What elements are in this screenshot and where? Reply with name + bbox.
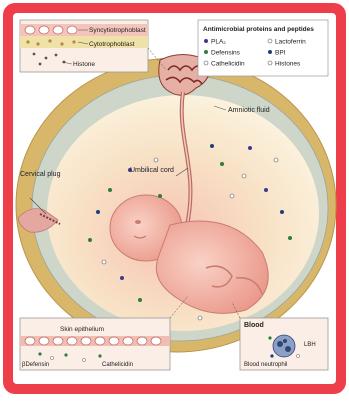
pla2-dot bbox=[204, 39, 208, 43]
legend-bpi: BPI bbox=[275, 50, 286, 57]
defensins-dot bbox=[204, 50, 208, 54]
legend-lactoferrin: Lactoferrin bbox=[275, 39, 306, 46]
blood-title: Blood bbox=[244, 322, 264, 329]
legend-histones: Histones bbox=[275, 61, 301, 68]
legend-title: Antimicrobial proteins and peptides bbox=[203, 26, 314, 33]
skin-epithelium-label: Skin epithelium bbox=[60, 326, 104, 333]
placenta-inset: Syncytiotrophoblast Cytotrophoblast Hist… bbox=[20, 20, 148, 72]
lactoferrin-dot bbox=[268, 39, 272, 43]
cathelicidin-dot bbox=[204, 61, 208, 65]
cervical-plug-label: Cervical plug bbox=[20, 171, 61, 178]
legend-box: Antimicrobial proteins and peptides PLA₂… bbox=[198, 20, 328, 76]
neutrophil-label: Blood neutrophil bbox=[244, 362, 287, 368]
umbilical-cord-label: Umbilical cord bbox=[130, 167, 174, 174]
bpi-dot bbox=[268, 50, 272, 54]
neutrophil-cell bbox=[273, 335, 295, 357]
legend-cathelicidin: Cathelicidin bbox=[211, 61, 245, 68]
amniotic-fluid-text: Amniotic fluid bbox=[228, 107, 270, 114]
histone-label: Histone bbox=[73, 61, 95, 68]
syncytiotrophoblast-label: Syncytiotrophoblast bbox=[89, 27, 146, 34]
histones-dot bbox=[268, 61, 272, 65]
lbh-label: LBH bbox=[304, 342, 316, 348]
skin-inset: Skin epithelium βDefensin Cathelicidin bbox=[20, 318, 170, 370]
cytotrophoblast-label: Cytotrophoblast bbox=[89, 41, 135, 48]
cathelicidin-label: Cathelicidin bbox=[102, 362, 133, 368]
legend-defensins: Defensins bbox=[211, 50, 241, 57]
defensin-label: βDefensin bbox=[22, 362, 49, 368]
amniotic-fluid-label: Amniotic fluid bbox=[228, 107, 270, 114]
blood-inset: Blood LBH Blood neutrophil bbox=[240, 318, 328, 370]
legend-pla2: PLA₂ bbox=[211, 39, 226, 46]
